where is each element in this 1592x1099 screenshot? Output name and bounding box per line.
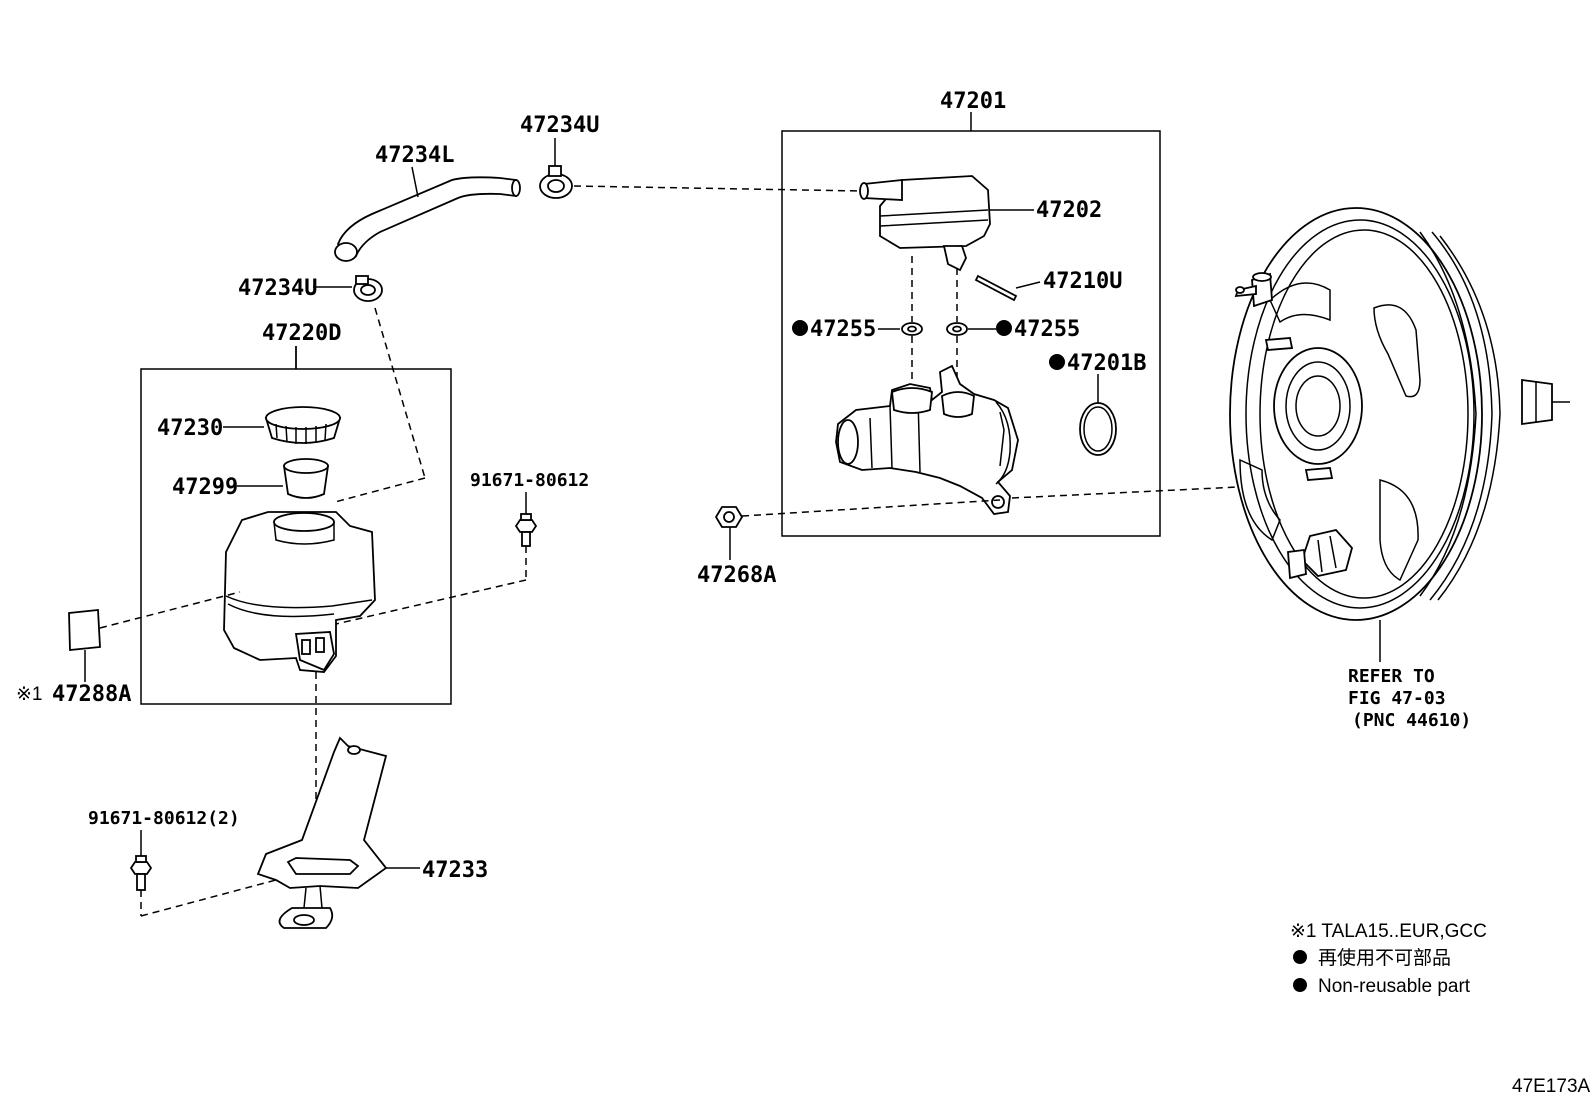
- reservoir-47202: [859, 175, 991, 272]
- bolt-91671-80612-a: [514, 513, 538, 547]
- label-91671-80612-a: 91671-80612: [470, 470, 589, 491]
- non-reusable-dot-icon: [996, 320, 1012, 336]
- grommet-47255-left: [901, 322, 923, 336]
- label-47201: 47201: [940, 89, 1006, 114]
- label-47234l: 47234L: [375, 143, 454, 168]
- label-47230: 47230: [157, 416, 223, 441]
- label-47288a: 47288A: [52, 682, 131, 707]
- bolt-91671-80612-b: [129, 855, 153, 891]
- brake-booster: [1229, 207, 1570, 621]
- clamp-47234u-top: [539, 165, 573, 199]
- figure-code: 47E173A: [1512, 1076, 1591, 1097]
- legend-note-3: Non-reusable part: [1318, 976, 1471, 997]
- legend-dot-icon: [1293, 978, 1307, 992]
- non-reusable-dot-icon: [1049, 354, 1065, 370]
- legend-dot-icon: [1293, 950, 1307, 964]
- strainer-47299: [282, 458, 330, 499]
- label-47220d: 47220D: [262, 321, 341, 346]
- label-47288a-mark: ※1: [16, 684, 43, 705]
- refer-line-1: REFER TO: [1348, 666, 1435, 687]
- nut-47268a: [714, 506, 744, 528]
- hose-47234l: [334, 176, 521, 262]
- label-47233: 47233: [422, 858, 488, 883]
- label-tag-47288a: [68, 609, 101, 651]
- reservoir-tank: [223, 511, 376, 673]
- label-47255-left: 47255: [810, 317, 876, 342]
- label-47234u-top: 47234U: [520, 113, 599, 138]
- label-47202: 47202: [1036, 198, 1102, 223]
- cap-47230: [264, 406, 342, 444]
- grommet-47255-right: [946, 322, 968, 336]
- label-91671-80612-b: 91671-80612(2): [88, 808, 240, 829]
- legend-note-2: 再使用不可部品: [1318, 947, 1451, 969]
- bracket-47233: [256, 736, 388, 929]
- pin-47210u: [974, 274, 1018, 302]
- o-ring-47201b: [1079, 402, 1117, 456]
- clamp-47234u-left: [353, 275, 383, 302]
- label-47210u: 47210U: [1043, 269, 1122, 294]
- non-reusable-dot-icon: [792, 320, 808, 336]
- master-cylinder-body: [835, 364, 1019, 515]
- refer-line-2: FIG 47-03: [1348, 688, 1446, 709]
- label-47255-right: 47255: [1014, 317, 1080, 342]
- refer-line-3: (PNC 44610): [1352, 710, 1471, 731]
- label-47234u-left: 47234U: [238, 276, 317, 301]
- label-47299: 47299: [172, 475, 238, 500]
- label-47268a: 47268A: [697, 563, 776, 588]
- label-47201b: 47201B: [1067, 351, 1146, 376]
- legend-note-1: ※1 TALA15..EUR,GCC: [1290, 921, 1487, 942]
